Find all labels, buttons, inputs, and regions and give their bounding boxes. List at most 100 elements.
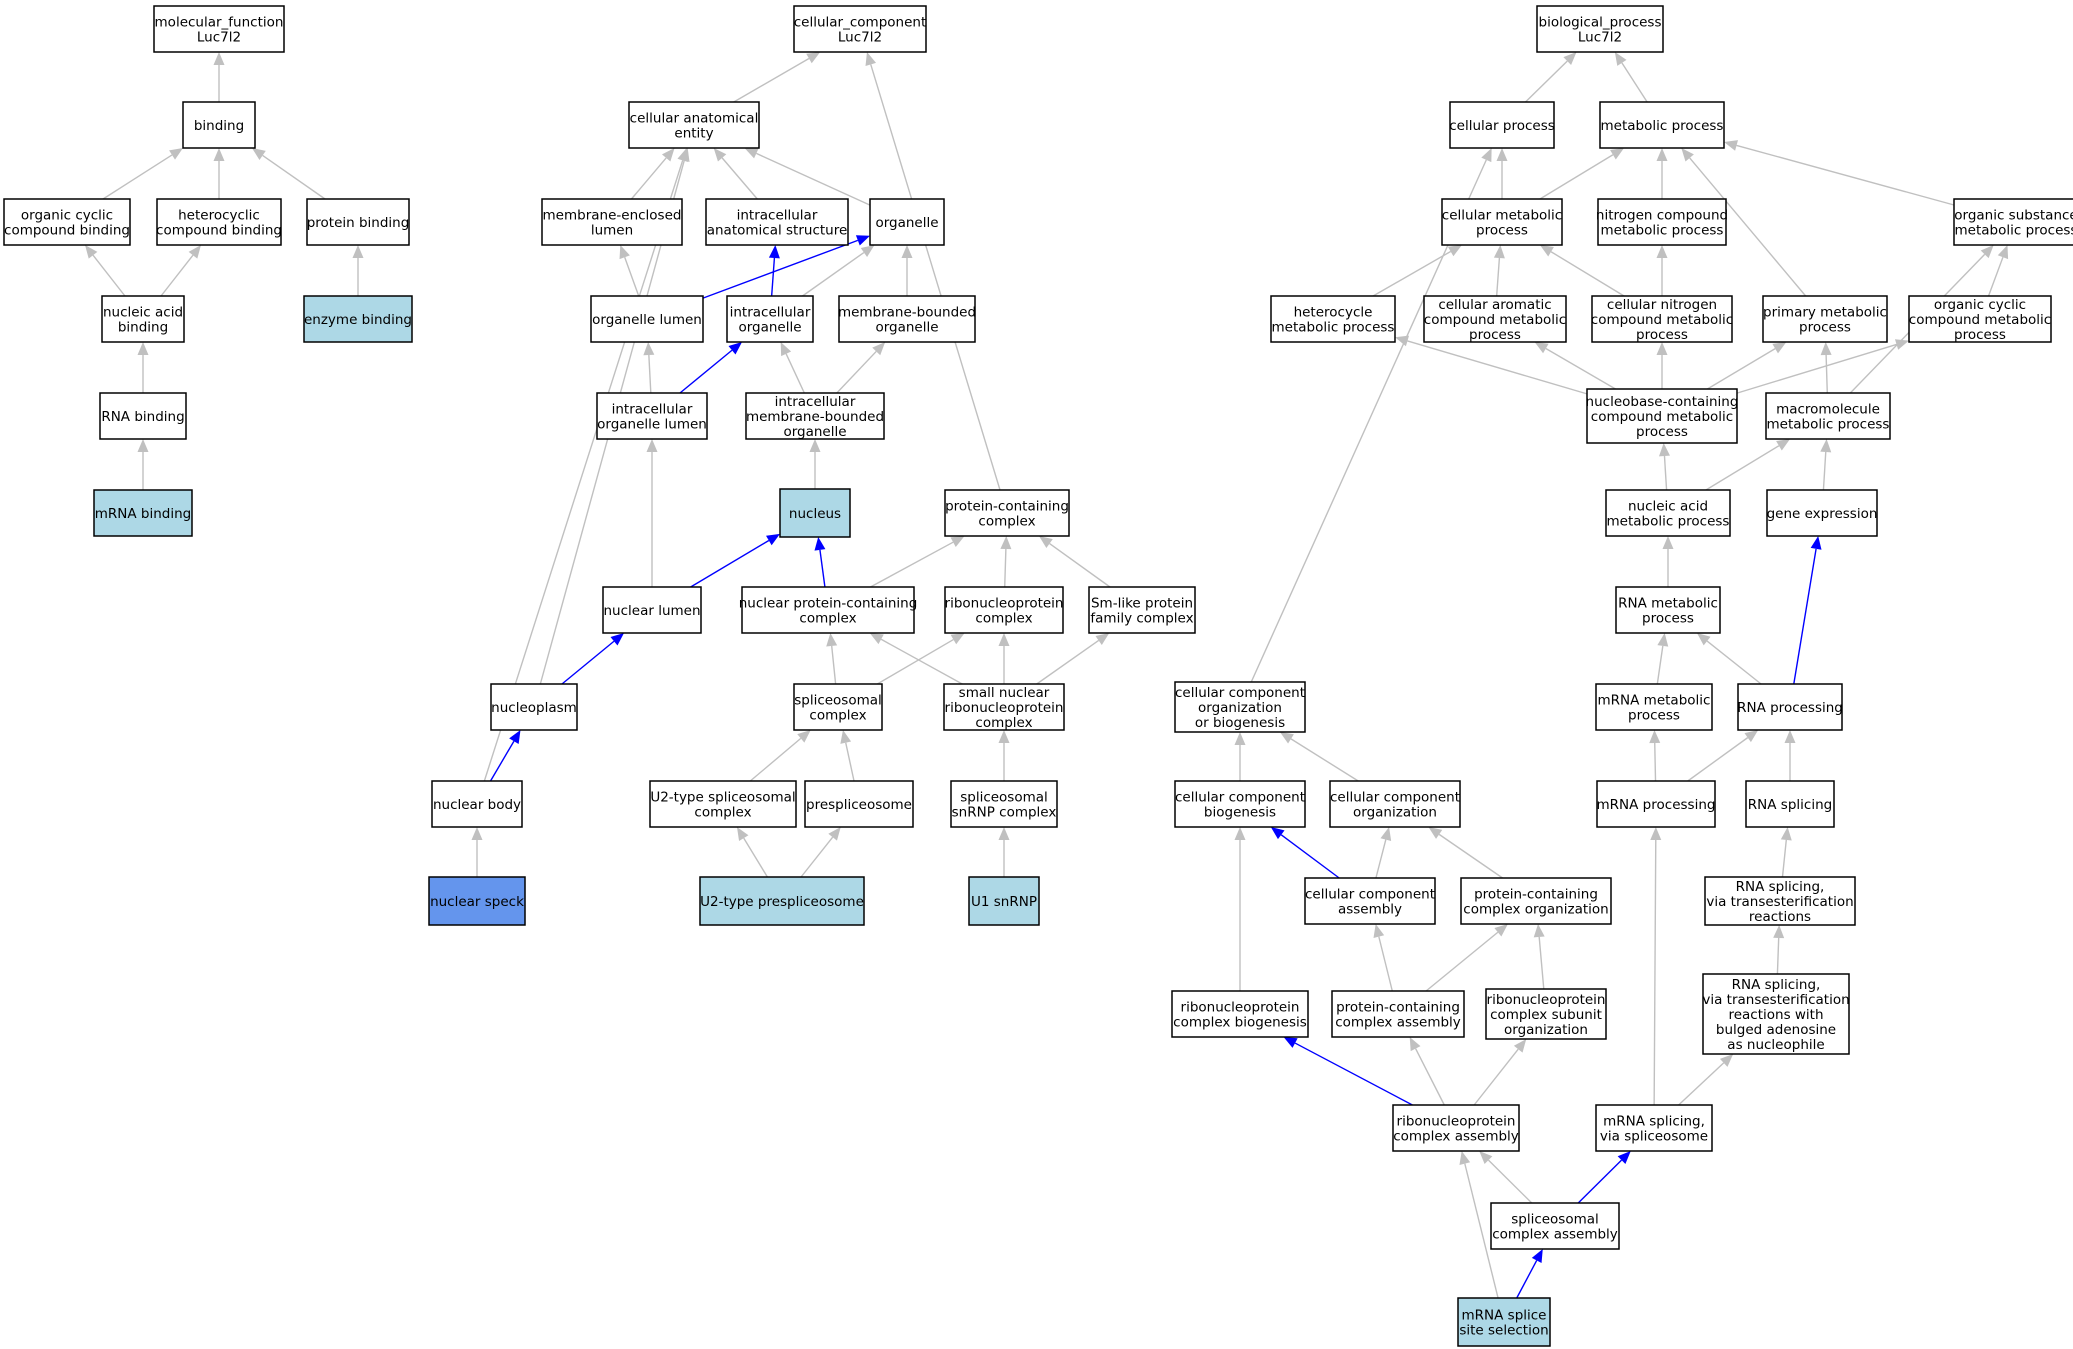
edge-rnpca-to-rnpcso xyxy=(1473,1039,1527,1106)
edge-line xyxy=(749,737,802,782)
node-box xyxy=(1953,198,2073,246)
node-label-line: small nuclear xyxy=(959,685,1050,701)
edge-arrowhead xyxy=(950,633,965,645)
edge-arrowhead xyxy=(1657,633,1669,647)
edge-nl-to-nucleus xyxy=(690,533,780,588)
edge-arrowhead xyxy=(998,633,1010,646)
edge-mbo-to-org xyxy=(901,245,913,296)
edge-iol-to-orgl xyxy=(643,342,655,394)
node-box xyxy=(1174,780,1306,828)
edge-snrnp-to-npcc xyxy=(869,633,963,685)
edge-arrowhead xyxy=(1539,245,1554,257)
edge-pmp-to-mp xyxy=(1681,148,1807,297)
node-label-line: nuclear protein-containing xyxy=(739,596,918,612)
edge-arrowhead xyxy=(1039,536,1053,549)
node-box xyxy=(1766,489,1878,537)
node-label-line: lumen xyxy=(591,223,633,239)
node-box xyxy=(628,101,760,149)
edge-line xyxy=(1378,936,1393,992)
edge-arrowhead xyxy=(1780,827,1792,841)
edge-line xyxy=(1987,256,2004,297)
edge-rnab-to-nab xyxy=(137,342,149,393)
edge-rnap-to-ge xyxy=(1793,536,1822,685)
go-term-node-rnas: RNA splicing xyxy=(1745,780,1835,828)
edge-ccob-to-cp xyxy=(1250,148,1492,683)
go-term-node-binding: binding xyxy=(182,101,256,149)
edge-rnasvt-to-rnas xyxy=(1780,827,1792,878)
edge-arrowhead xyxy=(1610,148,1625,160)
edge-arrowhead xyxy=(736,827,749,841)
edge-arrowhead xyxy=(1531,1249,1543,1264)
edge-line xyxy=(1516,1260,1538,1299)
node-box xyxy=(838,295,976,343)
go-term-node-mp: metabolic process xyxy=(1599,101,1725,149)
edge-hmp-to-cmp xyxy=(1372,245,1462,297)
node-label-line: cellular component xyxy=(1330,790,1460,806)
go-term-node-orgl: organelle lumen xyxy=(590,295,704,343)
edge-line xyxy=(1793,548,1817,685)
edge-mrnamp-to-rnamp xyxy=(1656,633,1669,685)
node-label-line: organelle xyxy=(738,320,801,336)
edge-sca-to-rnpca xyxy=(1479,1151,1533,1204)
edge-arrowhead xyxy=(1428,827,1443,839)
node-box xyxy=(1595,1104,1713,1152)
edge-mp-to-bp xyxy=(1614,52,1648,103)
edge-splc-to-npcc xyxy=(826,633,838,685)
go-term-node-nl: nuclear lumen xyxy=(602,586,702,634)
edge-arrowhead xyxy=(471,827,483,840)
edge-line xyxy=(1545,347,1616,390)
edge-arrowhead xyxy=(1649,730,1661,744)
edge-line xyxy=(1706,640,1762,685)
node-label-line: organic substance xyxy=(1954,208,2073,224)
edge-orgl-to-org xyxy=(702,235,870,299)
node-label-line: metabolic process xyxy=(1601,223,1724,239)
go-term-node-mrnab: mRNA binding xyxy=(93,489,193,537)
node-label-line: or biogenesis xyxy=(1195,715,1285,731)
node-label-line: intracellular xyxy=(737,208,818,224)
node-box xyxy=(1702,973,1850,1055)
edge-arrowhead xyxy=(1614,52,1627,66)
edge-line xyxy=(483,160,684,782)
node-label-line: organelle lumen xyxy=(592,312,702,328)
node-label-line: compound binding xyxy=(156,223,282,239)
edge-line xyxy=(1290,738,1359,782)
edge-mrnab-to-rnab xyxy=(137,439,149,490)
node-label-line: U1 snRNP xyxy=(971,894,1037,910)
node-label-line: organization xyxy=(1504,1022,1588,1038)
edge-ns-to-nb xyxy=(471,827,483,877)
node-label-line: compound binding xyxy=(4,223,130,239)
node-box xyxy=(1765,392,1891,440)
node-box xyxy=(705,198,849,246)
edge-arrowhead xyxy=(768,245,780,259)
edge-line xyxy=(819,549,826,588)
edge-nbcmp-to-pmp xyxy=(1707,342,1787,390)
edge-arrowhead xyxy=(1820,439,1832,453)
edge-rnpcso-to-pcco xyxy=(1533,924,1545,990)
go-term-node-ns: nuclear speck xyxy=(428,876,526,926)
edge-smlp-to-pcc xyxy=(1039,536,1111,588)
edge-line xyxy=(1438,833,1503,879)
node-box xyxy=(1460,877,1612,925)
edge-arrowhead xyxy=(509,730,521,744)
edge-arrowhead xyxy=(865,52,877,67)
node-label: enzyme binding xyxy=(304,312,412,328)
edge-arrowhead xyxy=(806,52,821,64)
edge-arrowhead xyxy=(1650,827,1662,841)
node-label-line: compound metabolic xyxy=(1591,312,1733,328)
edge-arrowhead xyxy=(213,52,225,65)
edge-arrowhead xyxy=(860,245,875,258)
edge-line xyxy=(870,64,1001,491)
